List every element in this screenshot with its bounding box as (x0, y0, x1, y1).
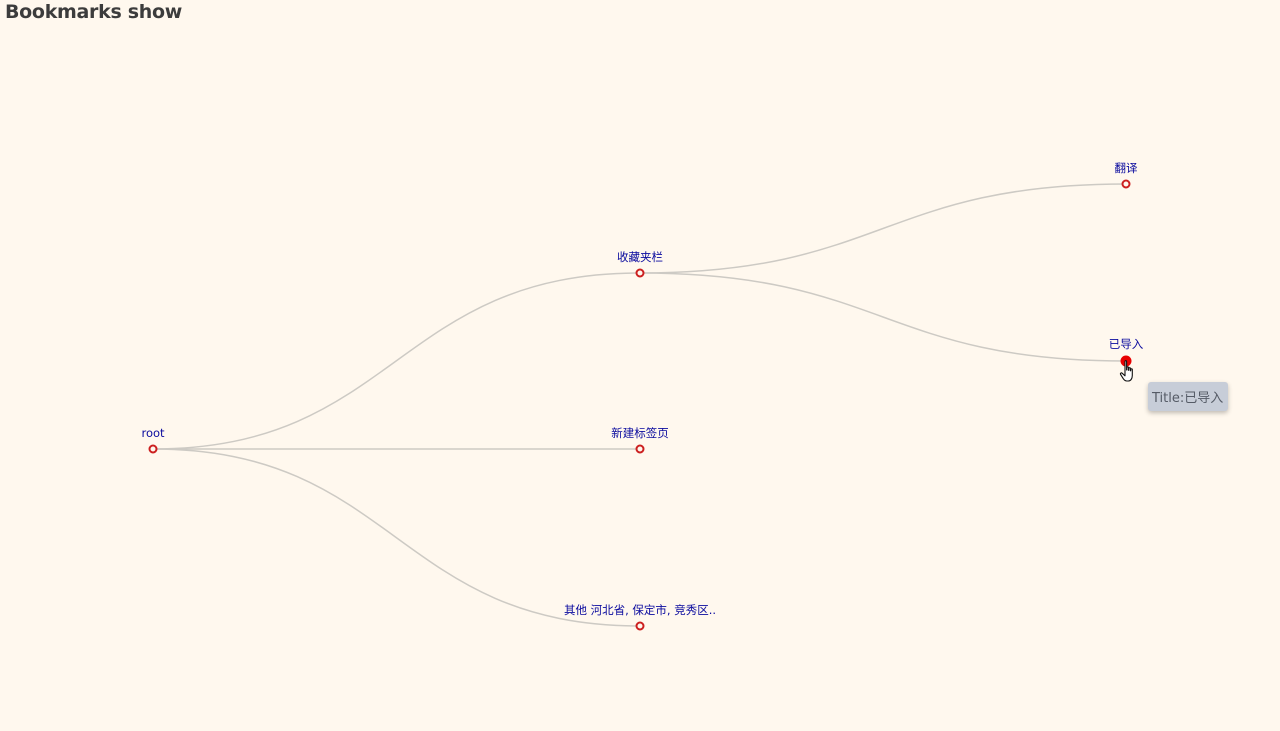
tree-node-imported[interactable]: 已导入 (1109, 337, 1144, 367)
node-label: root (141, 426, 165, 440)
node-circle[interactable] (635, 621, 645, 631)
link-root-favorites (152, 272, 641, 450)
node-label: 已导入 (1109, 337, 1144, 351)
link-favorites-imported (639, 272, 1127, 362)
page-title: Bookmarks show (5, 1, 183, 23)
tree-node-favorites-bar[interactable]: 收藏夹栏 (617, 250, 663, 278)
node-circle[interactable] (635, 268, 645, 278)
node-circle[interactable] (635, 444, 645, 454)
tree-node-translate[interactable]: 翻译 (1115, 161, 1138, 189)
link-root-other (152, 448, 641, 627)
tree-node-root[interactable]: root (141, 426, 165, 454)
node-label: 新建标签页 (611, 426, 669, 440)
tree-node-new-tab[interactable]: 新建标签页 (611, 426, 669, 454)
node-circle[interactable] (148, 444, 158, 454)
node-tooltip: Title:已导入 (1148, 382, 1229, 411)
node-label: 翻译 (1115, 161, 1138, 175)
node-circle[interactable] (1121, 179, 1131, 189)
tree-links (152, 183, 1127, 627)
hand-pointer-icon (1119, 360, 1133, 382)
tree-node-other[interactable]: 其他 河北省, 保定市, 竞秀区.. (564, 603, 716, 631)
node-label: 收藏夹栏 (617, 250, 663, 264)
link-favorites-translate (639, 183, 1127, 274)
node-label: 其他 河北省, 保定市, 竞秀区.. (564, 603, 716, 617)
